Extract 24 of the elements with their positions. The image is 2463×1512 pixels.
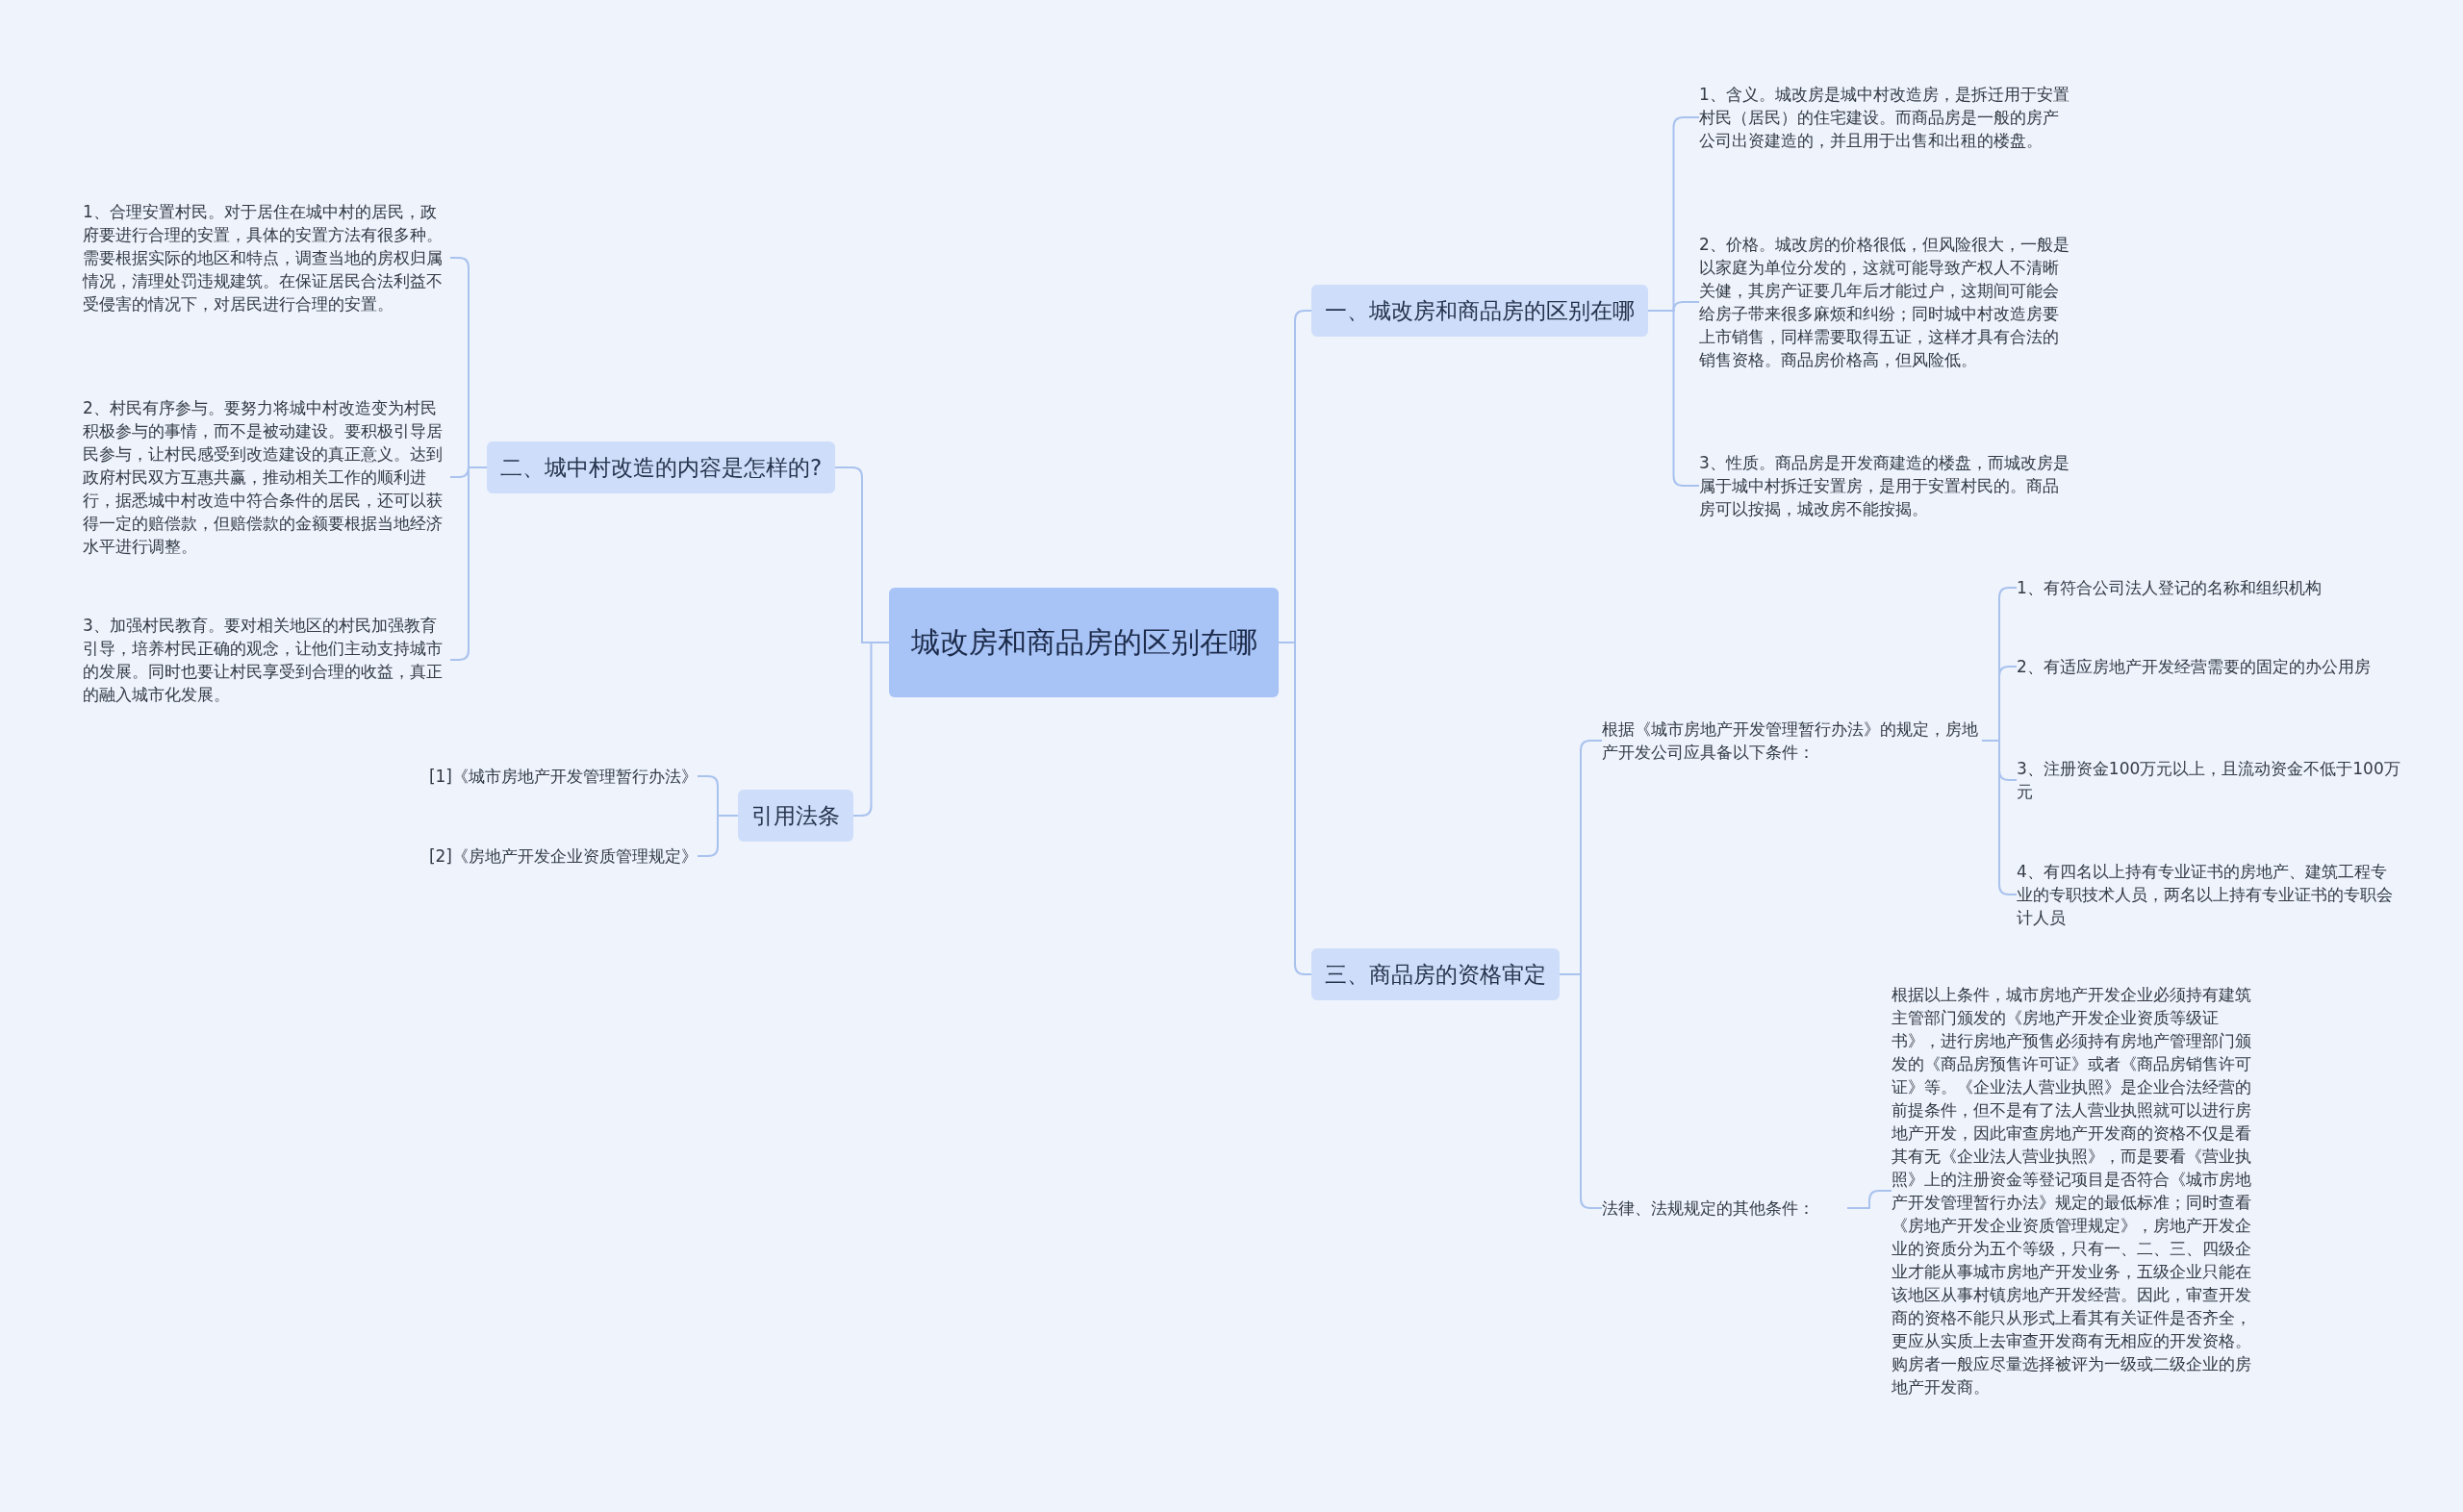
note-text: [1]《城市房地产开发管理暂行办法》	[394, 765, 698, 788]
note-text: [2]《房地产开发企业资质管理规定》	[394, 844, 698, 868]
note-text: 2、村民有序参与。要努力将城中村改造变为村民积极参与的事情，而不是被动建设。要积极引导居民参与，让村民感受到改造建设的真正意义。达到政府村民双方互惠共赢，推动相关工作的顺利进行，据悉城中村改造中符合条件的居民，还可以获得一定的赔偿款，但赔偿款的金额要根据当地经济水平进行调整。	[83, 396, 450, 558]
connector-line	[1278, 642, 1312, 975]
note-text: 3、注册资金100万元以上，且流动资金不低于100万元	[2017, 757, 2401, 803]
topic-box: 三、商品房的资格审定	[1311, 948, 1560, 1000]
note-text: 1、含义。城改房是城中村改造房，是拆迁用于安置村民（居民）的住宅建设。而商品房是一般的房产公司出资建造的，并且用于出售和出租的楼盘。	[1699, 83, 2074, 152]
note-text: 根据《城市房地产开发管理暂行办法》的规定，房地产开发公司应具备以下条件：	[1602, 718, 1982, 764]
connector-line	[1846, 1190, 1892, 1209]
note-text: 3、加强村民教育。要对相关地区的村民加强教育引导，培养村民正确的观念，让他们主动支持城市的发展。同时也要让村民享受到合理的收益，真正的融入城市化发展。	[83, 614, 450, 706]
topic-box: 一、城改房和商品房的区别在哪	[1311, 285, 1648, 337]
note-text: 2、有适应房地产开发经营需要的固定的办公用房	[2017, 655, 2401, 678]
note-text: 1、合理安置村民。对于居住在城中村的居民，政府要进行合理的安置，具体的安置方法有很多种。需要根据实际的地区和特点，调查当地的房权归属情况，清理处罚违规建筑。在保证居民合法利益不受侵害的情况下，对居民进行合理的安置。	[83, 200, 450, 315]
note-text: 2、价格。城改房的价格很低，但风险很大，一般是以家庭为单位分发的，这就可能导致产权人不清晰关健，其房产证要几年后才能过户，这期间可能会给房子带来很多麻烦和纠纷；同时城中村改造房要上市销售，同样需要取得五证，这样才具有合法的销售资格。商品房价格高，但风险低。	[1699, 233, 2074, 371]
note-text: 根据以上条件，城市房地产开发企业必须持有建筑主管部门颁发的《房地产开发企业资质等级证书》，进行房地产预售必须持有房地产管理部门颁发的《商品房预售许可证》或者《商品房销售许可证》等。《企业法人营业执照》是企业合法经营的前提条件，但不是有了法人营业执照就可以进行房地产开发，因此审查房地产开发商的资格不仅是看其有无《企业法人营业执照》，而是要看《营业执照》上的注册资金等登记项目是否符合《城市房地产开发管理暂行办法》规定的最低标准；同时查看《房地产开发企业资质管理规定》，房地产开发企业的资质分为五个等级，只有一、二、三、四级企业才能从事城市房地产开发业务，五级企业只能在该地区从事村镇房地产开发经营。因此，审查开发商的资格不能只从形式上看其有关证件是否齐全，更应从实质上去审查开发商有无相应的开发资格。购房者一般应尽量选择被评为一级或二级企业的房地产开发商。	[1892, 983, 2262, 1399]
central-topic-box: 城改房和商品房的区别在哪	[889, 588, 1279, 697]
note-text: 法律、法规规定的其他条件：	[1602, 1197, 1847, 1220]
connector-line	[852, 642, 890, 817]
note-text: 1、有符合公司法人登记的名称和组织机构	[2017, 576, 2401, 599]
note-text: 3、性质。商品房是开发商建造的楼盘，而城改房是属于城中村拆迁安置房，是用于安置村民的。商品房可以按揭，城改房不能按揭。	[1699, 451, 2074, 520]
topic-box: 引用法条	[738, 790, 853, 842]
topic-box: 二、城中村改造的内容是怎样的?	[487, 441, 836, 493]
connector-line	[697, 815, 739, 857]
note-text: 4、有四名以上持有专业证书的房地产、建筑工程专业的专职技术人员，两名以上持有专业证书的专职会计人员	[2017, 860, 2401, 929]
